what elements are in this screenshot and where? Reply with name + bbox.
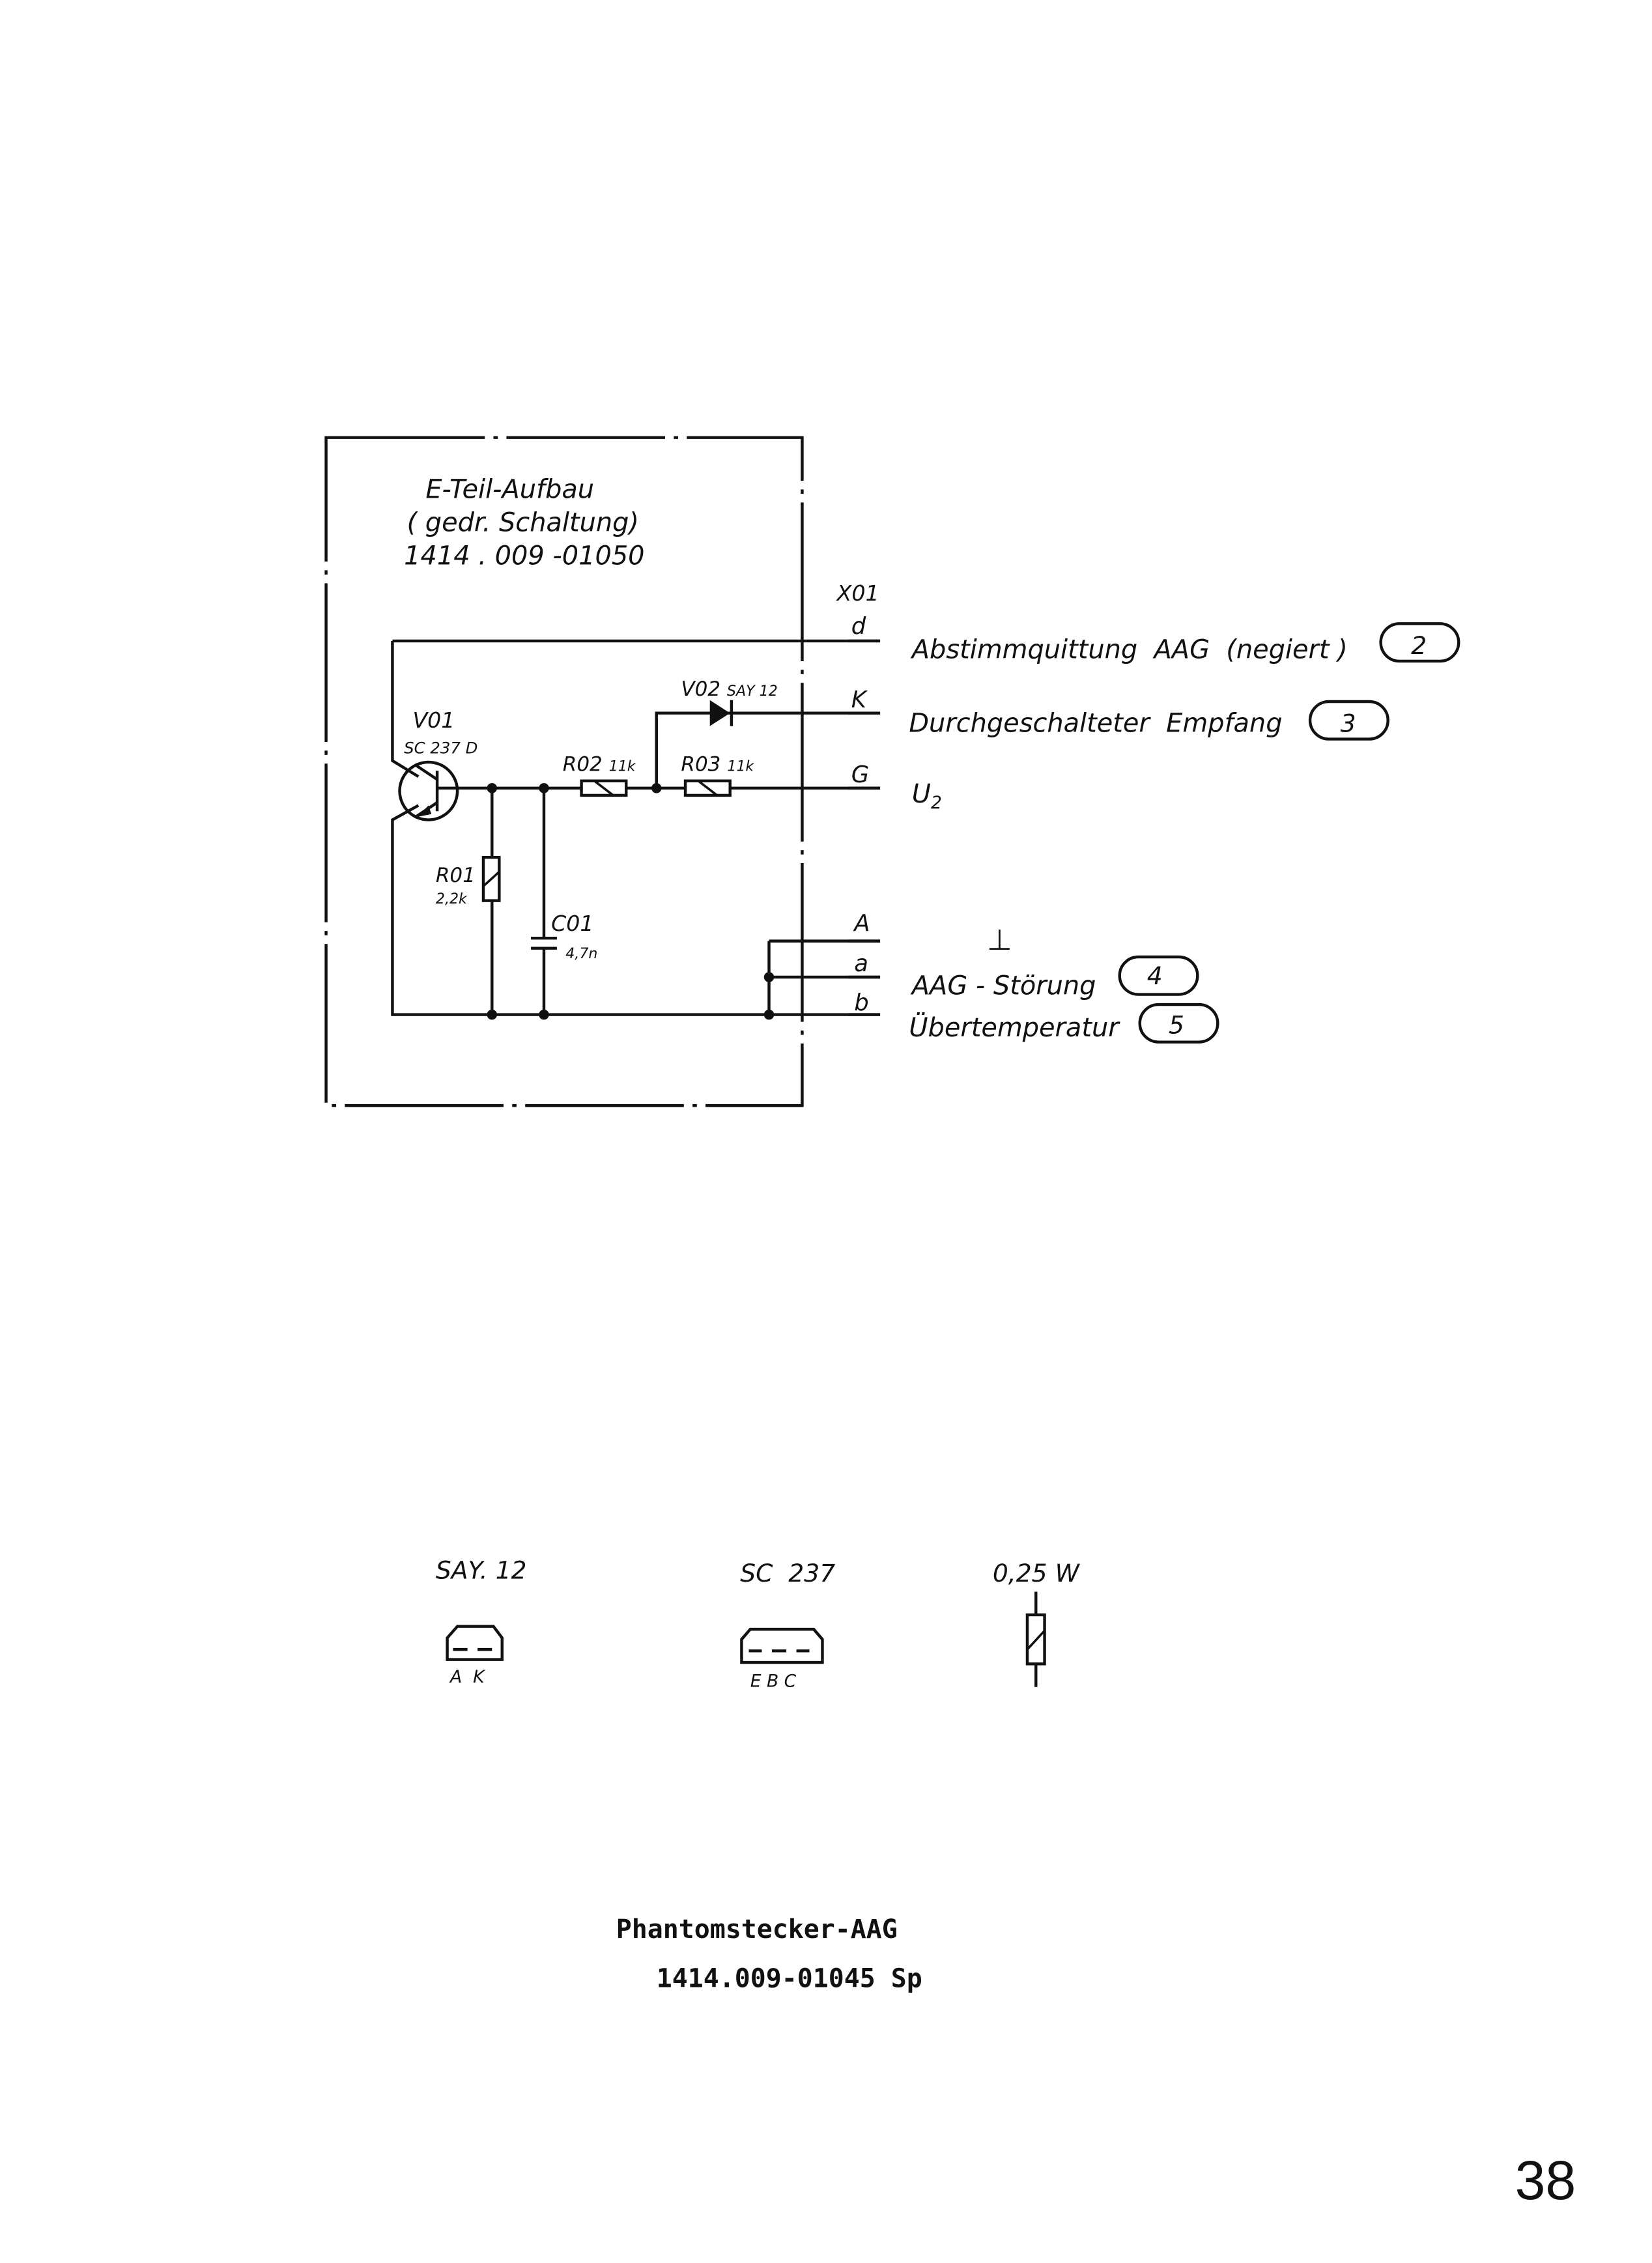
block-boundary bbox=[324, 436, 804, 1107]
package-say12-label: SAY. 12 bbox=[436, 1556, 527, 1585]
package-resistor-label: 0,25 W bbox=[993, 1559, 1081, 1587]
callout-5-frame bbox=[1138, 1003, 1219, 1044]
signal-abstimmquittung: Abstimmquittung AAG (negiert ) bbox=[910, 635, 1348, 665]
page-number: 38 bbox=[1515, 2150, 1576, 2211]
pin-a: a bbox=[854, 950, 868, 977]
callout-3-frame bbox=[1308, 700, 1389, 741]
v02-label: V02 SAY 12 bbox=[681, 677, 777, 701]
callout-5: 5 bbox=[1169, 1010, 1184, 1039]
v02-type: SAY 12 bbox=[727, 683, 778, 700]
wiring bbox=[391, 639, 881, 1016]
resistor-r02-symbol bbox=[580, 779, 628, 797]
signal-u2-subscript: 2 bbox=[931, 793, 942, 813]
package-sc237-pins: E B C bbox=[750, 1672, 797, 1692]
block-subtitle: ( gedr. Schaltung) bbox=[407, 508, 639, 538]
footer-number: 1414.009-01045 Sp bbox=[657, 1963, 922, 1993]
package-sc237-label: SC 237 bbox=[740, 1559, 835, 1587]
block-part-number: 1414 . 009 -01050 bbox=[404, 541, 644, 571]
r03-value: 11k bbox=[727, 758, 754, 775]
package-say12-pins: A K bbox=[449, 1667, 486, 1687]
resistor-r03-symbol bbox=[683, 779, 732, 797]
r02-value: 11k bbox=[609, 758, 636, 775]
c01-value: 4,7n bbox=[565, 945, 597, 962]
callout-4: 4 bbox=[1147, 961, 1163, 990]
package-resistor-symbol bbox=[1025, 1591, 1046, 1687]
r03-ref: R03 bbox=[681, 752, 720, 776]
r01-ref: R01 bbox=[436, 864, 476, 887]
v01-type: SC 237 D bbox=[404, 739, 477, 758]
package-sc237-outline bbox=[740, 1627, 824, 1664]
ground-symbol: ⊥ bbox=[987, 924, 1012, 957]
capacitor-c01-symbol bbox=[531, 936, 557, 950]
pin-K: K bbox=[851, 687, 868, 713]
pin-A: A bbox=[853, 910, 870, 937]
v01-ref: V01 bbox=[412, 707, 455, 733]
footer-title: Phantomstecker-AAG bbox=[616, 1914, 898, 1944]
signal-u2: U2 bbox=[912, 779, 942, 813]
junction-dots bbox=[487, 783, 775, 1020]
package-say12-outline bbox=[446, 1625, 504, 1661]
transistor-v01-symbol bbox=[398, 760, 459, 821]
pin-b: b bbox=[854, 989, 868, 1016]
r01-value: 2,2k bbox=[436, 890, 468, 907]
r03-label: R03 11k bbox=[681, 752, 754, 776]
callout-2-frame bbox=[1379, 622, 1460, 663]
signal-aag-stoerung: AAG - Störung bbox=[910, 971, 1096, 1001]
pin-G: G bbox=[851, 761, 869, 788]
connector-ref: X01 bbox=[836, 580, 879, 606]
c01-ref: C01 bbox=[551, 911, 593, 936]
pin-d: d bbox=[851, 613, 866, 640]
signal-u2-label: U bbox=[912, 779, 931, 809]
callout-4-frame bbox=[1118, 955, 1199, 996]
signal-durchgeschalteter-empfang: Durchgeschalteter Empfang bbox=[909, 708, 1282, 738]
r02-label: R02 11k bbox=[563, 752, 636, 776]
callout-2: 2 bbox=[1411, 631, 1427, 660]
callout-3: 3 bbox=[1341, 709, 1356, 737]
diode-v02-symbol bbox=[709, 700, 733, 726]
v02-ref: V02 bbox=[681, 677, 720, 701]
r02-ref: R02 bbox=[563, 752, 603, 776]
signal-uebertemperatur: Übertemperatur bbox=[909, 1013, 1120, 1043]
resistor-r01-symbol bbox=[481, 855, 501, 902]
block-title: E-Teil-Aufbau bbox=[425, 475, 594, 505]
